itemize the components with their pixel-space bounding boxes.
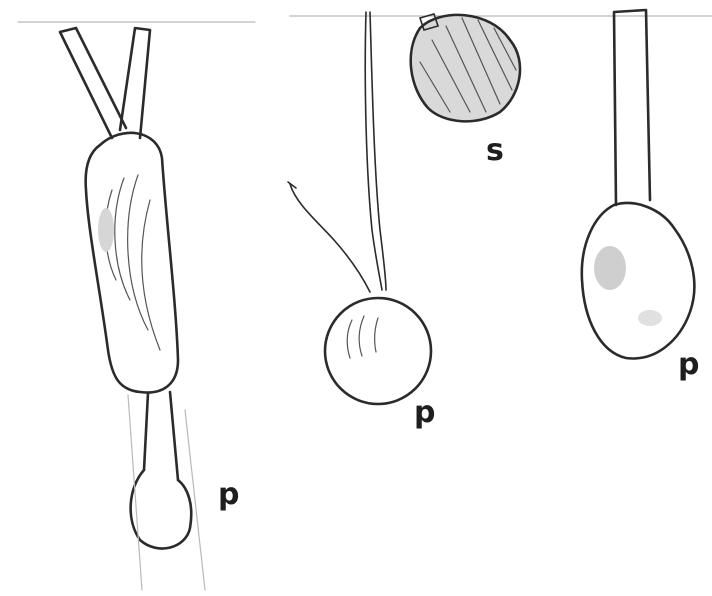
middle-side-thread xyxy=(290,184,370,292)
spore-label: s xyxy=(486,136,504,166)
left-body-shading xyxy=(98,208,114,252)
right-sporangium-label: p xyxy=(678,350,699,380)
right-stalk xyxy=(614,10,650,205)
middle-specimen xyxy=(288,12,431,404)
middle-sporangium-marks xyxy=(347,316,378,358)
right-specimen xyxy=(582,10,695,358)
left-specimen xyxy=(60,28,205,590)
left-stalk-b xyxy=(120,28,150,138)
left-sporangium-label: p xyxy=(218,480,239,510)
left-body xyxy=(86,133,178,393)
middle-long-thread xyxy=(365,12,382,290)
middle-sporangium-label: p xyxy=(414,398,435,428)
middle-long-thread-2 xyxy=(370,12,386,290)
left-body-growth-lines xyxy=(106,175,160,350)
left-lower-stalk xyxy=(144,392,178,480)
right-sporangium-shading xyxy=(594,246,626,290)
middle-sporangium xyxy=(325,298,431,404)
left-lower-pod xyxy=(131,470,192,549)
left-stalk-a xyxy=(60,28,126,138)
spore-specimen xyxy=(411,14,520,121)
